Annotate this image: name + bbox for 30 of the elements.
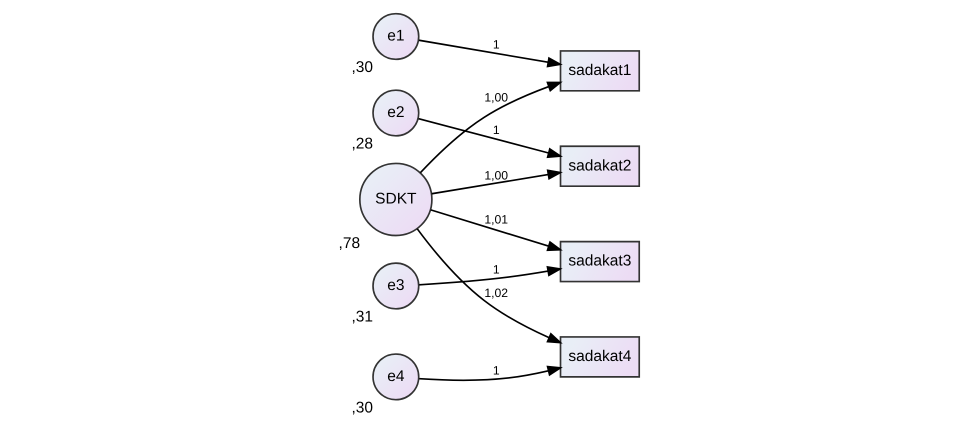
node-circle: e2	[372, 88, 420, 136]
node-box: sadakat3	[560, 240, 640, 282]
edge-label: 1,00	[484, 168, 508, 182]
arrow	[418, 38, 563, 67]
node-label: ,31	[351, 308, 374, 325]
node-circle: e4	[372, 352, 420, 400]
edge-label: 1,00	[484, 90, 508, 104]
arrow	[432, 168, 563, 194]
node-box: sadakat2	[560, 144, 640, 186]
node-circle: e3	[372, 262, 420, 310]
arrow	[430, 208, 563, 251]
node-box: sadakat1	[560, 50, 640, 92]
edge-label: 1	[492, 362, 500, 377]
arrow	[419, 265, 563, 286]
arrow	[416, 228, 563, 344]
node-label: ,28	[351, 134, 374, 152]
arrow	[420, 81, 563, 173]
edge-label: 1	[492, 122, 500, 136]
node-box: sadakat4	[560, 336, 640, 378]
node-circle: e1	[372, 12, 420, 60]
arrow	[418, 117, 563, 158]
node-circle: SDKT	[359, 162, 433, 236]
node-label: ,78	[338, 234, 360, 252]
node-label: ,30	[351, 58, 374, 76]
edge-label: 1,01	[484, 212, 508, 226]
edge-label: 1,02	[484, 285, 508, 300]
edge-label: 1	[492, 36, 500, 51]
node-label: ,30	[351, 398, 374, 416]
arrow	[419, 365, 563, 381]
edge-label: 1	[492, 262, 500, 276]
